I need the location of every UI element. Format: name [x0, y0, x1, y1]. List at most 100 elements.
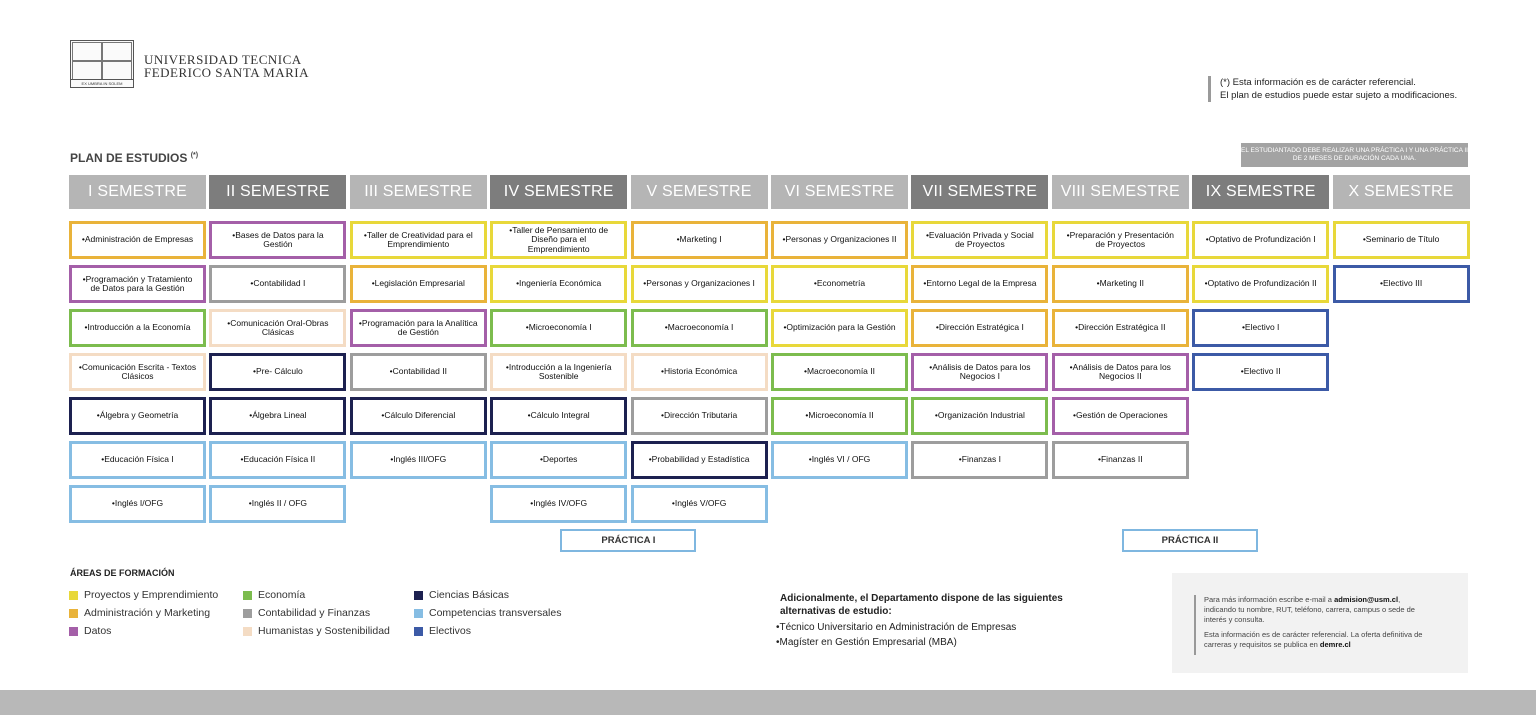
legend-swatch	[69, 626, 78, 636]
legend-item: Ciencias Básicas	[414, 589, 509, 601]
semester-header: X SEMESTRE	[1332, 175, 1470, 209]
course-card: •Microeconomía II	[771, 397, 908, 435]
info-contact: Para más información escribe e-mail a ad…	[1204, 595, 1415, 624]
demre-link[interactable]: demre.cl	[1319, 640, 1351, 649]
course-card: •Álgebra Lineal	[209, 397, 347, 435]
additional-item: •Técnico Universitario en Administración…	[776, 622, 1017, 633]
legend-item: Electivos	[414, 625, 471, 637]
info-box: Para más información escribe e-mail a ad…	[1172, 573, 1468, 673]
legend-item: Datos	[69, 625, 111, 637]
practica-box: PRÁCTICA I	[560, 529, 697, 552]
legend-swatch	[414, 626, 423, 636]
course-card: •Introducción a la Economía	[69, 309, 206, 347]
legend-item: Economía	[243, 589, 305, 601]
course-card: •Educación Física II	[209, 441, 347, 479]
additional-heading: Adicionalmente, el Departamento dispone …	[780, 593, 1063, 617]
legend-label: Humanistas y Sostenibilidad	[258, 625, 390, 637]
legend-label: Electivos	[429, 625, 472, 637]
semester-header: III SEMESTRE	[349, 175, 487, 209]
info-disclaimer: Esta información es de carácter referenc…	[1204, 630, 1423, 649]
course-card: •Optimización para la Gestión	[771, 309, 908, 347]
course-card: •Personas y Organizaciones I	[630, 265, 768, 303]
areas-title: ÁREAS DE FORMACIÓN	[70, 568, 175, 578]
legend-label: Administración y Marketing	[84, 607, 211, 619]
course-card: •Pre- Cálculo	[209, 353, 347, 391]
course-card: •Electivo III	[1332, 265, 1470, 303]
course-card: •Inglés II / OFG	[209, 485, 347, 523]
course-card: •Ingeniería Económica	[490, 265, 628, 303]
course-card: •Análisis de Datos para los Negocios I	[911, 353, 1049, 391]
crest-motto: EX UMBRA IN SOLEM	[71, 79, 133, 87]
legend-swatch	[243, 608, 252, 618]
course-card: •Análisis de Datos para los Negocios II	[1051, 353, 1189, 391]
legend-swatch	[243, 626, 252, 636]
course-card: •Comunicación Escrita - Textos Clásicos	[69, 353, 206, 391]
course-card: •Organización Industrial	[911, 397, 1049, 435]
reference-note-line1: (*) Esta información es de carácter refe…	[1220, 77, 1416, 88]
reference-note-line2: El plan de estudios puede estar sujeto a…	[1220, 90, 1458, 101]
legend-label: Competencias transversales	[429, 607, 562, 619]
course-card: •Dirección Tributaria	[630, 397, 768, 435]
additional-item: •Magíster en Gestión Empresarial (MBA)	[776, 637, 957, 648]
course-card: •Gestión de Operaciones	[1051, 397, 1189, 435]
university-logo: EX UMBRA IN SOLEM UNIVERSIDAD TECNICA FE…	[70, 40, 309, 88]
course-card: •Seminario de Título	[1332, 221, 1470, 259]
course-card: •Bases de Datos para la Gestión	[209, 221, 347, 259]
legend-label: Economía	[258, 589, 306, 601]
legend-swatch	[243, 590, 252, 600]
legend-label: Contabilidad y Finanzas	[258, 607, 371, 619]
semester-header: IV SEMESTRE	[490, 175, 628, 209]
legend-item: Proyectos y Emprendimiento	[69, 589, 218, 601]
course-card: •Cálculo Integral	[490, 397, 628, 435]
course-card: •Taller de Pensamiento de Diseño para el…	[490, 221, 628, 259]
legend-item: Competencias transversales	[414, 607, 561, 619]
course-card: •Marketing II	[1051, 265, 1189, 303]
course-card: •Econometría	[771, 265, 908, 303]
course-card: •Microeconomía I	[490, 309, 628, 347]
practice-notice: EL ESTUDIANTADO DEBE REALIZAR UNA PRÁCTI…	[1241, 143, 1468, 167]
course-card: •Introducción a la Ingeniería Sostenible	[490, 353, 628, 391]
additional-alternatives: Adicionalmente, el Departamento dispone …	[776, 592, 1076, 649]
course-card: •Electivo I	[1192, 309, 1330, 347]
course-card: •Deportes	[490, 441, 628, 479]
course-card: •Inglés IV/OFG	[490, 485, 628, 523]
course-card: •Dirección Estratégica I	[911, 309, 1049, 347]
course-card: •Taller de Creatividad para el Emprendim…	[349, 221, 487, 259]
legend-item: Humanistas y Sostenibilidad	[243, 625, 390, 637]
footer-bar	[0, 690, 1536, 715]
course-card: •Personas y Organizaciones II	[771, 221, 908, 259]
legend-swatch	[414, 590, 423, 600]
legend-label: Ciencias Básicas	[429, 589, 509, 601]
plan-title: PLAN DE ESTUDIOS (*)	[70, 151, 199, 165]
course-card: •Optativo de Profundización II	[1192, 265, 1330, 303]
legend-label: Proyectos y Emprendimiento	[84, 589, 219, 601]
course-card: •Legislación Empresarial	[349, 265, 487, 303]
course-card: •Cálculo Diferencial	[349, 397, 487, 435]
course-card: •Administración de Empresas	[69, 221, 206, 259]
course-card: •Evaluación Privada y Social de Proyecto…	[911, 221, 1049, 259]
legend-label: Datos	[84, 625, 112, 637]
course-card: •Inglés V/OFG	[630, 485, 768, 523]
semester-header: II SEMESTRE	[209, 175, 347, 209]
legend-item: Contabilidad y Finanzas	[243, 607, 370, 619]
course-card: •Entorno Legal de la Empresa	[911, 265, 1049, 303]
course-card: •Contabilidad I	[209, 265, 347, 303]
course-card: •Electivo II	[1192, 353, 1330, 391]
course-card: •Macroeconomía I	[630, 309, 768, 347]
legend-swatch	[69, 590, 78, 600]
course-card: •Programación para la Analítica de Gesti…	[349, 309, 487, 347]
legend-swatch	[414, 608, 423, 618]
semester-header: VI SEMESTRE	[771, 175, 908, 209]
course-card: •Optativo de Profundización I	[1192, 221, 1330, 259]
legend-item: Administración y Marketing	[69, 607, 210, 619]
course-card: •Finanzas I	[911, 441, 1049, 479]
semester-header: IX SEMESTRE	[1192, 175, 1330, 209]
university-name: UNIVERSIDAD TECNICA FEDERICO SANTA MARIA	[144, 52, 309, 80]
email-link[interactable]: admision@usm.cl	[1334, 595, 1399, 604]
course-card: •Preparación y Presentación de Proyectos	[1051, 221, 1189, 259]
course-card: •Macroeconomía II	[771, 353, 908, 391]
course-card: •Marketing I	[630, 221, 768, 259]
course-card: •Inglés III/OFG	[349, 441, 487, 479]
semester-header: I SEMESTRE	[69, 175, 206, 209]
practica-box: PRÁCTICA II	[1122, 529, 1258, 552]
